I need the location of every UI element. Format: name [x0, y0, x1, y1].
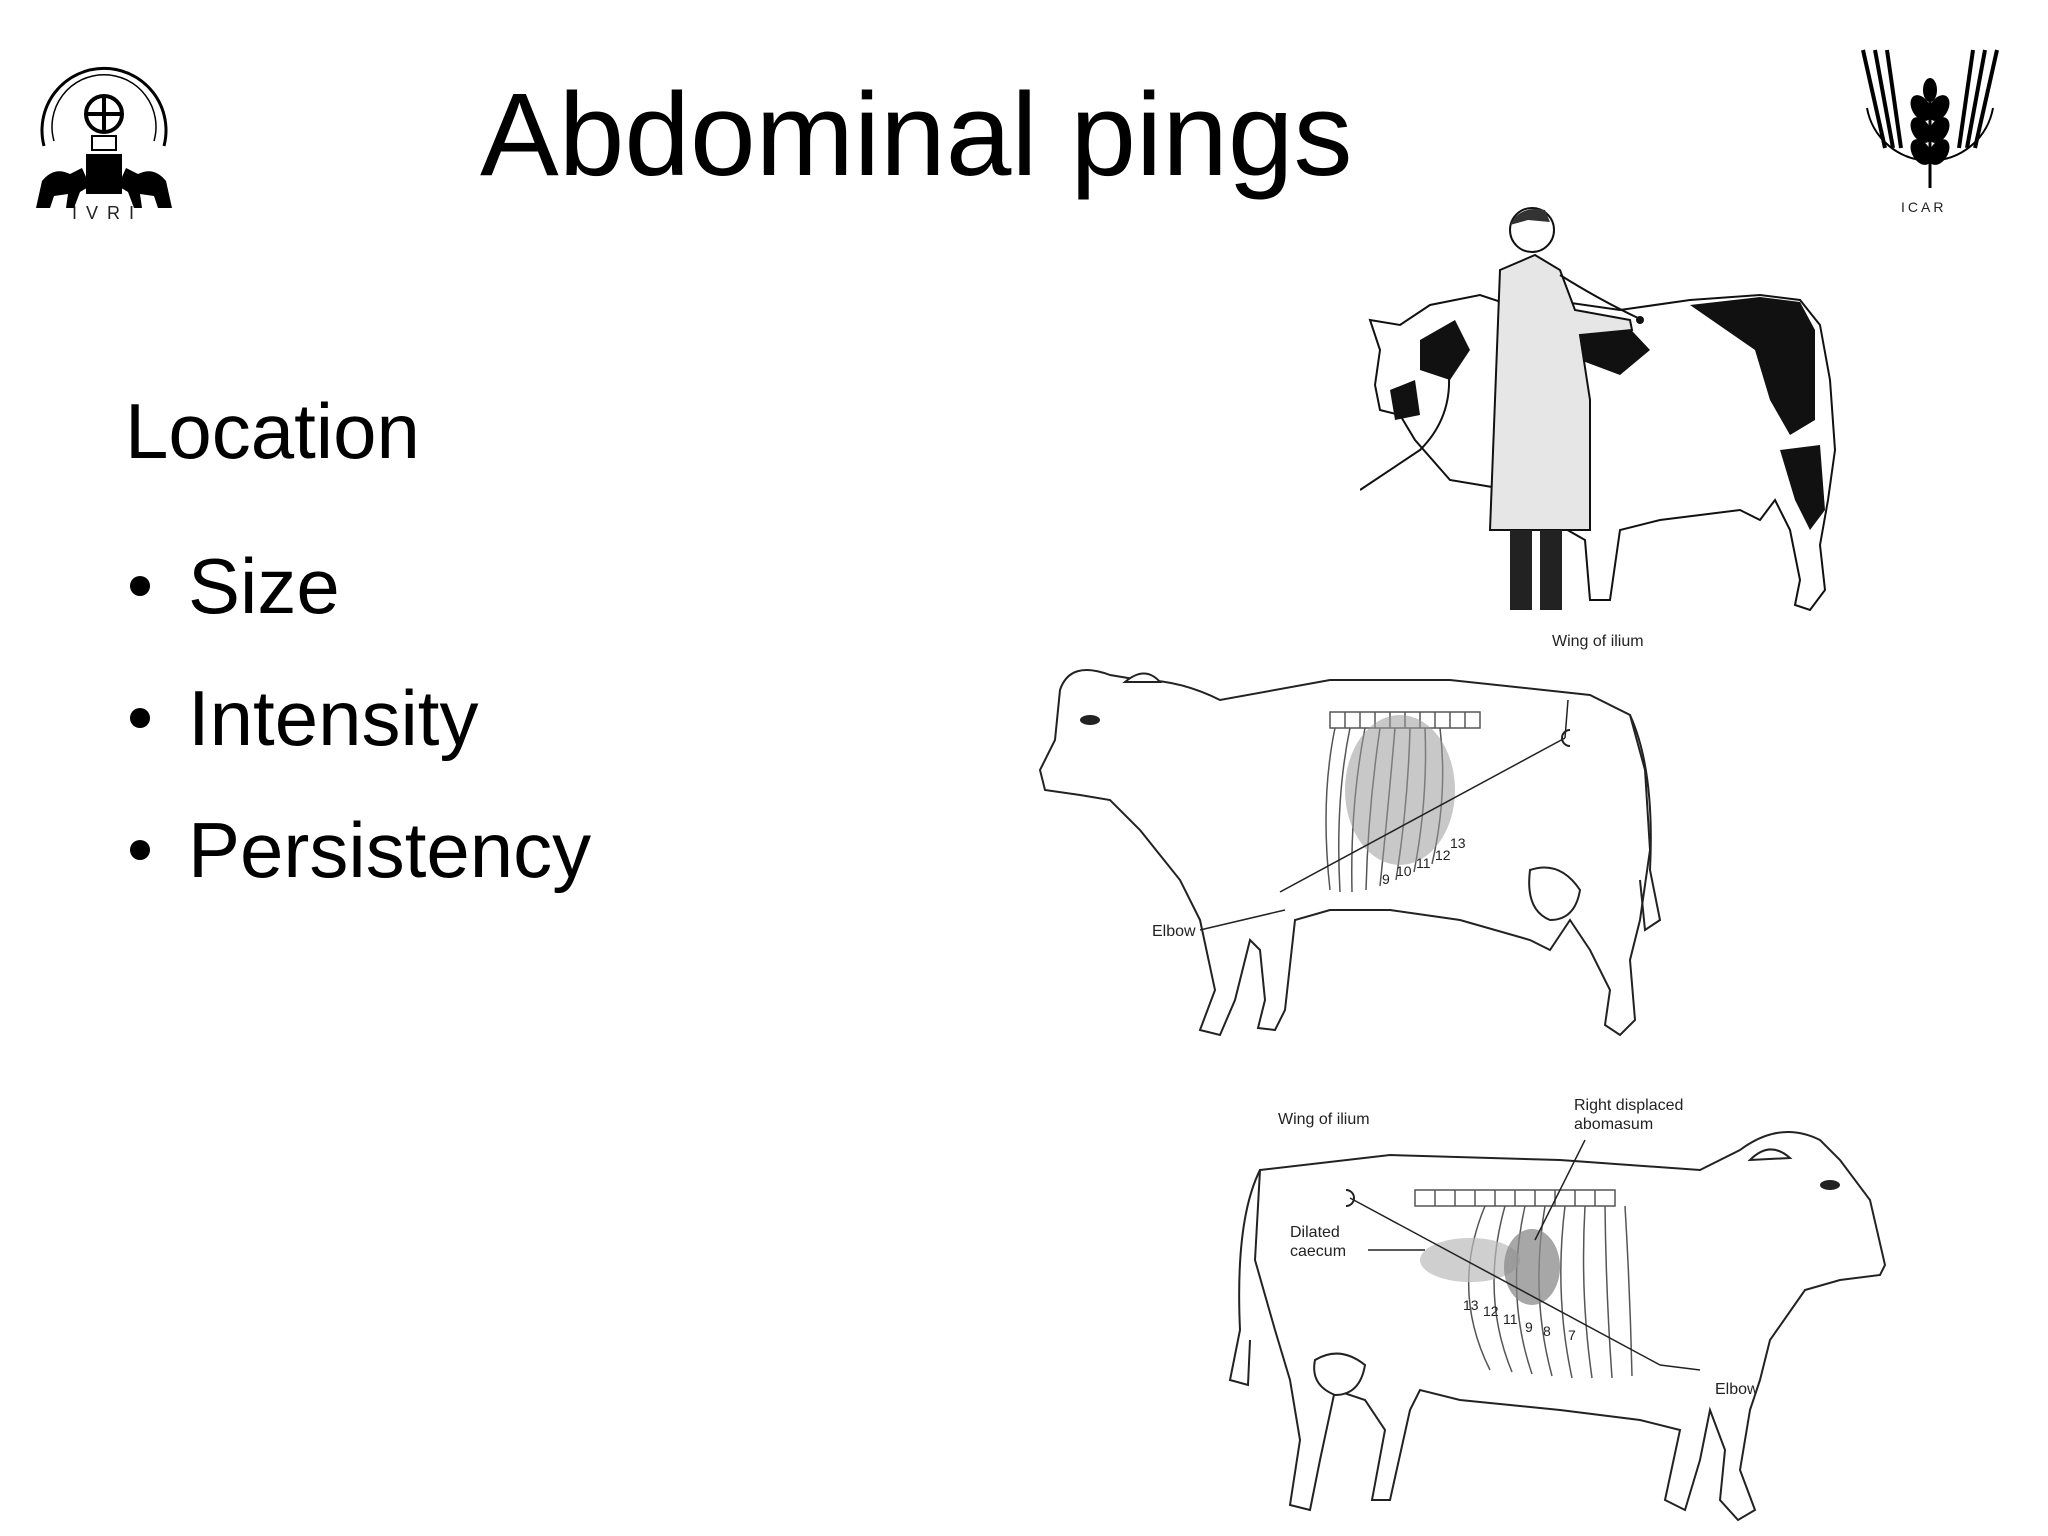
rib-number: 12: [1435, 847, 1451, 863]
icar-logo: ICAR: [1855, 48, 2005, 218]
rib-number: 7: [1568, 1327, 1576, 1343]
rib-number: 11: [1416, 855, 1431, 871]
rib-number: 8: [1543, 1323, 1551, 1339]
wing-of-ilium-label: Wing of ilium: [1552, 633, 1644, 650]
rib-number: 9: [1525, 1319, 1533, 1335]
bullet-text: Size: [188, 542, 340, 630]
wing-of-ilium-label: Wing of ilium: [1278, 1111, 1370, 1128]
ivri-logo: I V R I: [24, 36, 184, 226]
ivri-emblem-icon: [36, 66, 172, 208]
slide-title: Abdominal pings: [480, 69, 1353, 201]
displaced-abomasum-label-line2: abomasum: [1574, 1116, 1654, 1133]
bullet-list: Size Intensity Persistency: [130, 520, 591, 916]
displaced-abomasum-label-line1: Right displaced: [1574, 1097, 1684, 1114]
rib-number: 13: [1450, 835, 1466, 851]
dilated-caecum-label-line2: caecum: [1290, 1243, 1347, 1260]
icar-logo-text: ICAR: [1901, 199, 1947, 215]
rib-number: 10: [1396, 863, 1412, 879]
bullet-dot-icon: [130, 840, 150, 860]
bullet-item: Size: [130, 520, 591, 652]
right-side-cow-anatomy-diagram: 13 12 11 9 8 7 Wing of ilium Right displ…: [1140, 1080, 1900, 1530]
bullet-dot-icon: [130, 576, 150, 596]
bullet-text: Intensity: [188, 674, 479, 762]
rib-number: 11: [1503, 1311, 1518, 1327]
elbow-label: Elbow: [1152, 923, 1196, 940]
bullet-item: Persistency: [130, 784, 591, 916]
dilated-caecum-label-line1: Dilated: [1290, 1224, 1340, 1241]
rib-number: 9: [1382, 871, 1390, 887]
ivri-logo-text: I V R I: [72, 203, 137, 223]
vet-examining-cow-illustration: [1359, 200, 1850, 625]
elbow-label: Elbow: [1715, 1381, 1759, 1398]
rib-number: 12: [1483, 1303, 1499, 1319]
bullet-dot-icon: [130, 708, 150, 728]
rib-number: 13: [1463, 1297, 1479, 1313]
bullet-item: Intensity: [130, 652, 591, 784]
left-side-cow-anatomy-diagram: 9 10 11 12 13 Wing of ilium Elbow: [1030, 620, 1690, 1060]
icar-wheat-icon: [1861, 49, 1999, 188]
lead-text: Location: [125, 387, 420, 475]
bullet-text: Persistency: [188, 806, 592, 894]
